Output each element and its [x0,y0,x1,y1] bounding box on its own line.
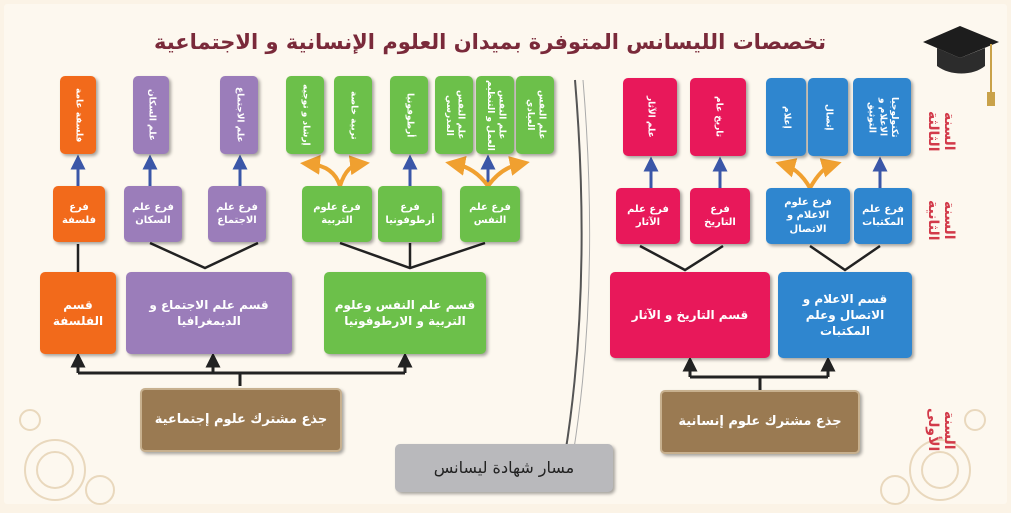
dept-psychology: قسم علم النفس وعلوم التربية و الارطوفوني… [324,272,486,354]
specialty-guidance: إرشاد و توجيه [286,76,324,154]
branch-media: فرع علوم الاعلام و الاتصال [766,188,850,244]
dept-sociology: قسم علم الاجتماع و الديمغرافيا [126,272,292,354]
specialty-sociology: علم الاجتماع [220,76,258,154]
specialty-media: إعلام [766,78,806,156]
dept-media: قسم الاعلام و الاتصال وعلم المكتبات [778,272,912,358]
specialty-work-psych: علم النفس العمل و التنظيم [476,76,514,154]
dept-philosophy: قسم الفلسفة [40,272,116,354]
branch-archaeology: فرع علم الآثار [616,188,680,244]
common-trunk-social: جذع مشترك علوم إجتماعية [140,388,342,452]
page-title: تخصصات الليسانس المتوفرة بميدان العلوم ا… [154,30,826,54]
specialty-library-tech: تكنولوجيا الاعلام و التوثيق [853,78,911,156]
graduation-cap-icon [923,26,999,106]
specialty-demography: علم السكان [133,76,169,154]
year-label-second: السنة الثانية [925,199,957,241]
branch-sociology: فرع علم الاجتماع [208,186,266,242]
branch-philosophy: فرع فلسفة [53,186,105,242]
branch-orthophony: فرع أرطوفونيا [378,186,442,242]
branch-demography: فرع علم السكان [124,186,182,242]
year-label-third: السنة الثالثة [925,110,957,152]
specialty-orthophony: أرطوفونيا [390,76,428,154]
specialty-communication: إتصال [808,78,848,156]
branch-library: فرع علم المكتبات [854,188,912,244]
specialty-school-psych: علم النفس المدرسي [435,76,473,154]
branch-education: فرع علوم التربية [302,186,372,242]
specialty-special-ed: تربية خاصة [334,76,372,154]
specialty-clinical-psych: علم النفس العيادي [516,76,554,154]
specialty-archaeology: علم الآثار [623,78,677,156]
branch-history: فرع التاريخ [690,188,750,244]
branch-psychology: فرع علم النفس [460,186,520,242]
dept-history: قسم التاريخ و الآثار [610,272,770,358]
path-label: مسار شهادة ليسانس [395,444,613,492]
specialty-history: تاريخ عام [690,78,746,156]
year-label-first: السنة الأولى [925,408,957,452]
common-trunk-human: جذع مشترك علوم إنسانية [660,390,860,454]
specialty-philosophy: فلسفة عامة [60,76,96,154]
